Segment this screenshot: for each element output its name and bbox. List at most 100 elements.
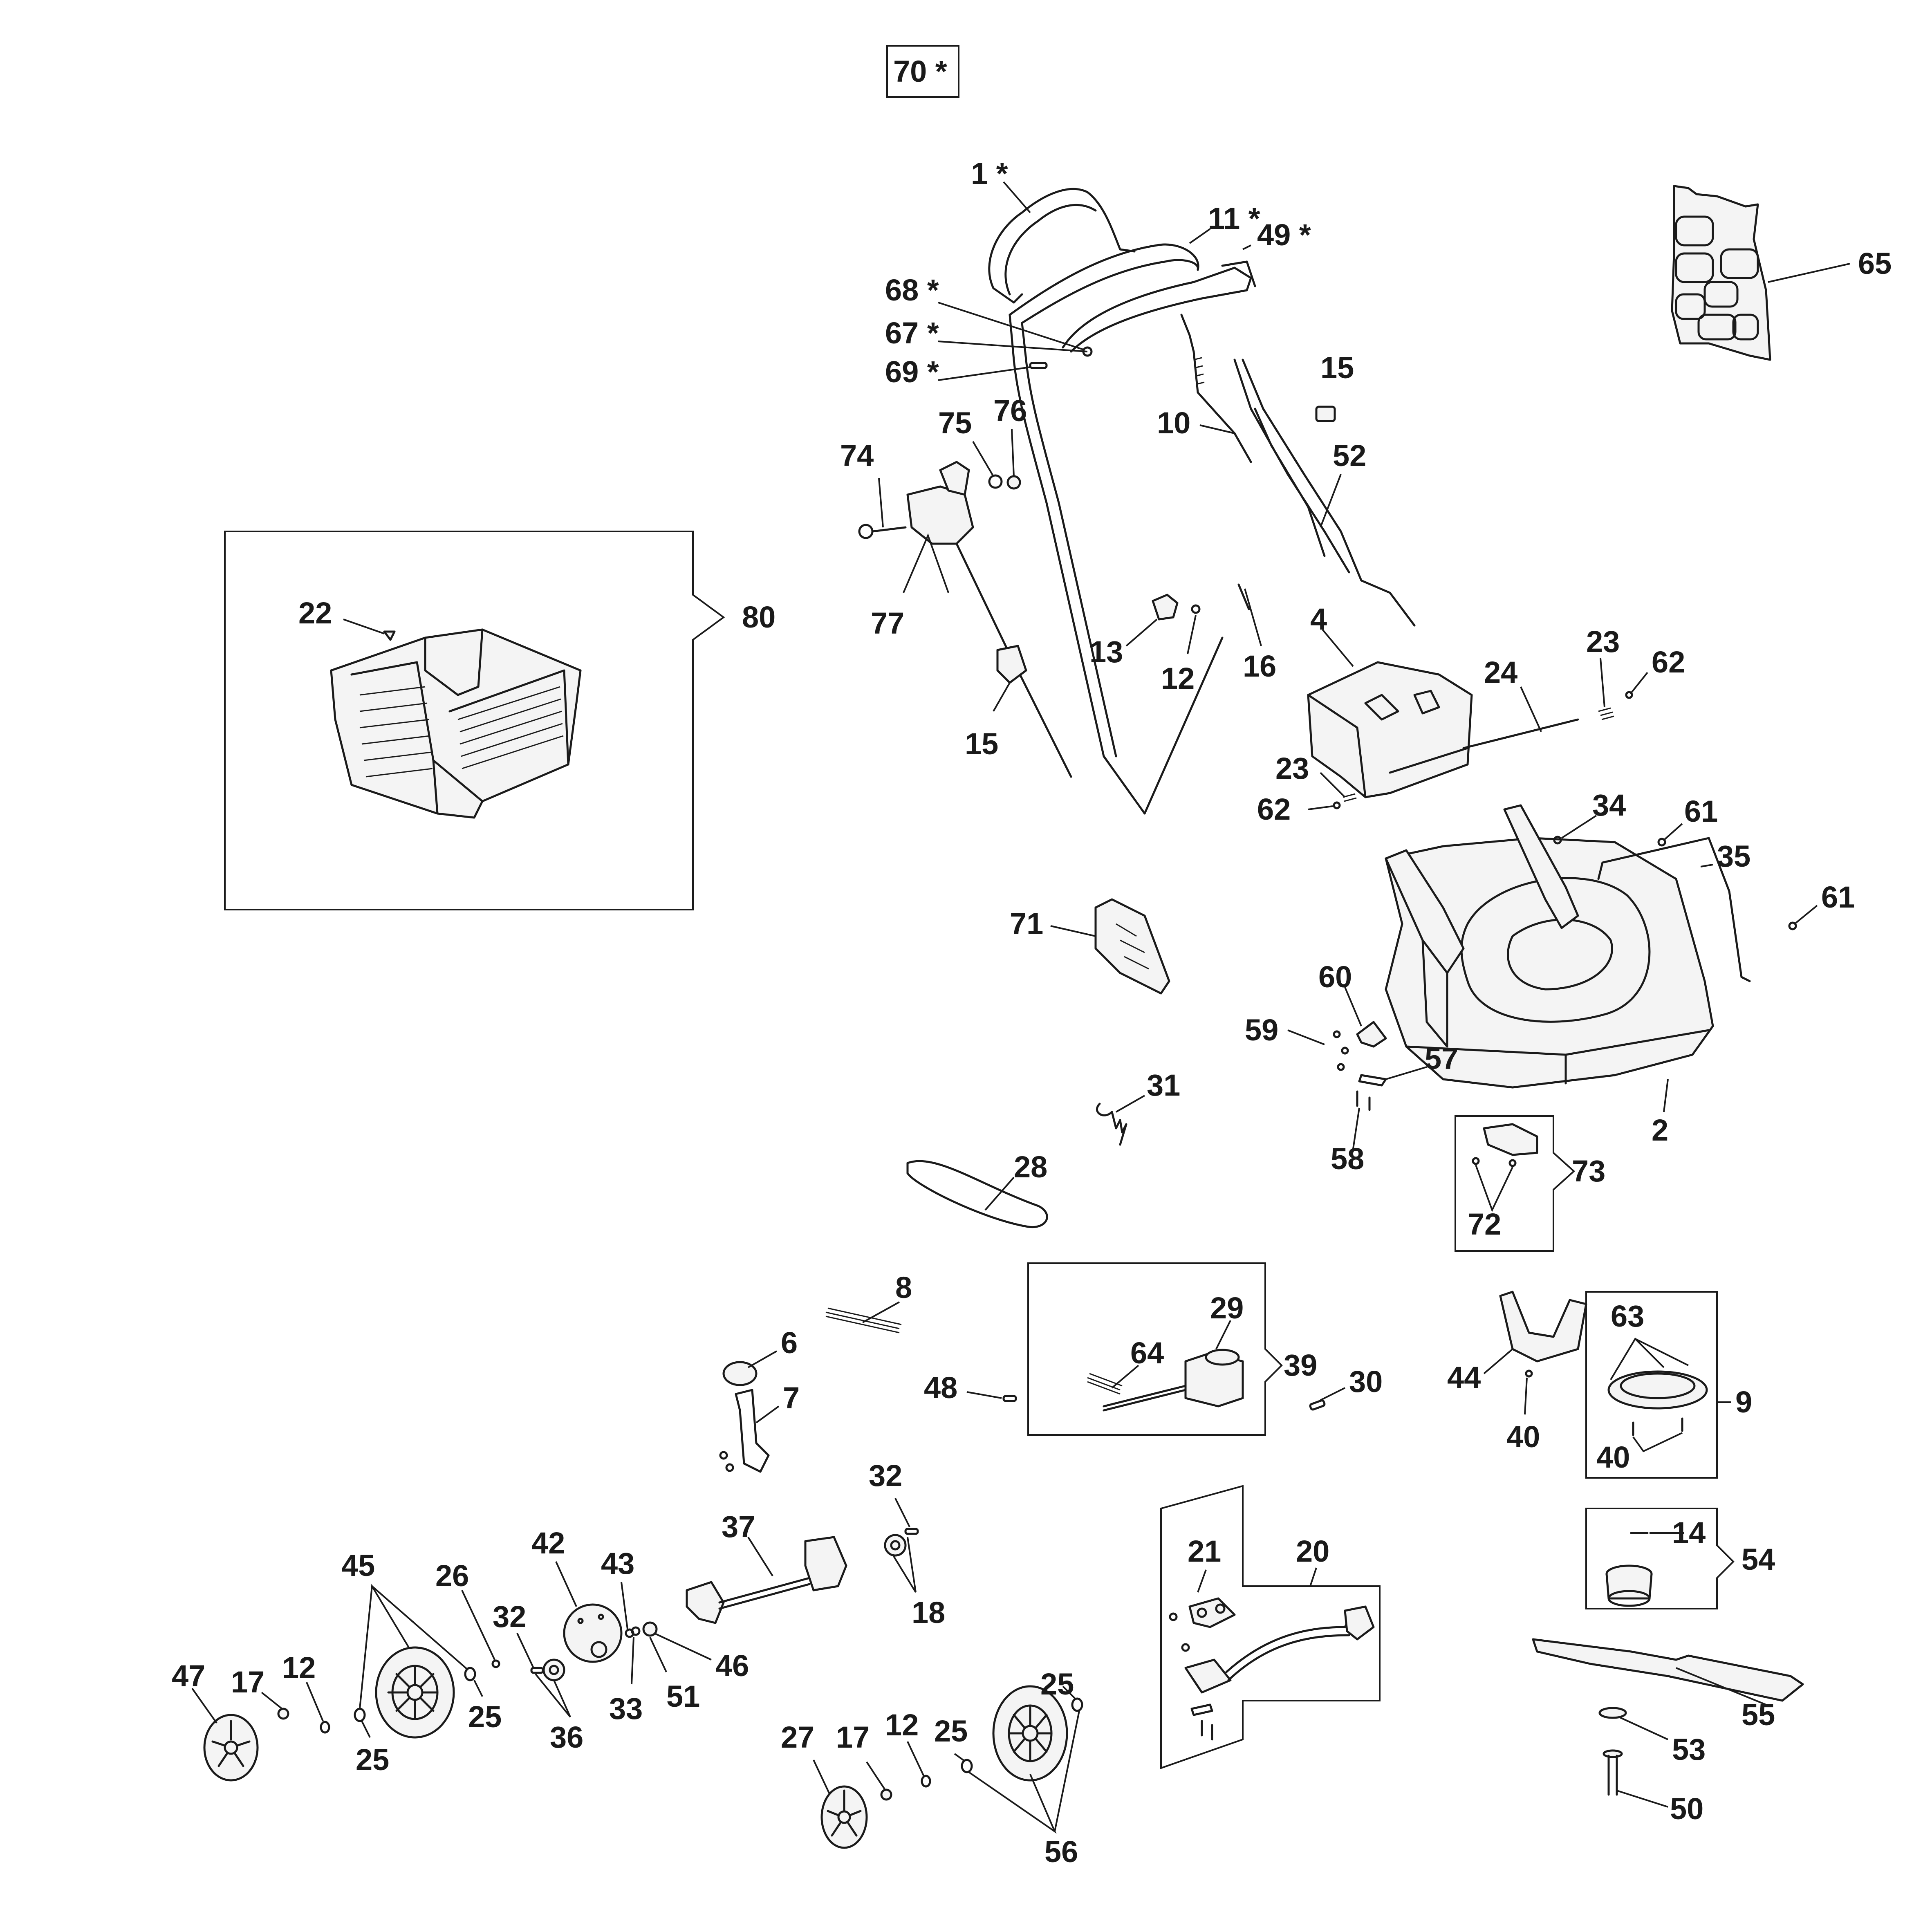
handle-bar-11[interactable] (1009, 243, 1224, 815)
part-label-25-c[interactable]: 25 (934, 1714, 968, 1748)
part-label-65[interactable]: 65 (1858, 247, 1892, 280)
rear-cover-4[interactable] (1307, 661, 1473, 798)
part-label-51[interactable]: 51 (666, 1679, 700, 1713)
part-label-57[interactable]: 57 (1425, 1042, 1458, 1076)
part-label-25-a[interactable]: 25 (468, 1700, 502, 1734)
hubcap-47[interactable] (203, 1714, 259, 1782)
washer-12-left[interactable] (320, 1721, 330, 1734)
nut-7b[interactable] (725, 1463, 734, 1472)
part-label-10[interactable]: 10 (1157, 406, 1190, 440)
deflector-71[interactable] (1094, 898, 1170, 995)
clamp-13[interactable] (1152, 594, 1179, 621)
part-label-23-right[interactable]: 23 (1586, 625, 1620, 659)
part-label-72[interactable]: 72 (1468, 1207, 1501, 1241)
part-label-25-b[interactable]: 25 (356, 1743, 389, 1777)
pin-32-lower[interactable] (530, 1667, 544, 1674)
part-label-61-upper[interactable]: 61 (1684, 794, 1718, 828)
grass-bag-80[interactable] (330, 628, 582, 819)
washer-25-inner-right[interactable] (961, 1759, 973, 1773)
part-label-62-right[interactable]: 62 (1652, 645, 1685, 679)
part-label-58[interactable]: 58 (1331, 1142, 1364, 1176)
part-label-63[interactable]: 63 (1611, 1299, 1644, 1333)
part-label-27[interactable]: 27 (781, 1720, 814, 1754)
part-label-11[interactable]: 11 * (1208, 202, 1260, 235)
part-label-17-left[interactable]: 17 (231, 1665, 264, 1699)
washer-33[interactable] (631, 1626, 641, 1636)
deck-bracket-left[interactable] (1385, 849, 1465, 1048)
part-label-67[interactable]: 67 * (885, 316, 939, 350)
part-label-24[interactable]: 24 (1484, 655, 1517, 689)
bolt-50[interactable] (1603, 1749, 1623, 1796)
bracket-7[interactable] (735, 1389, 770, 1473)
part-label-43[interactable]: 43 (601, 1546, 634, 1580)
part-label-47[interactable]: 47 (172, 1659, 205, 1693)
part-label-14[interactable]: 14 (1672, 1516, 1706, 1550)
key-30[interactable] (1309, 1399, 1326, 1411)
part-label-30[interactable]: 30 (1349, 1365, 1383, 1399)
plate-57[interactable] (1358, 1074, 1387, 1087)
nut-17-right[interactable] (880, 1789, 892, 1801)
part-label-6[interactable]: 6 (781, 1326, 798, 1360)
part-label-21[interactable]: 21 (1188, 1534, 1221, 1568)
rear-axle-37[interactable] (686, 1536, 847, 1624)
screw-26[interactable] (491, 1659, 500, 1668)
part-label-31[interactable]: 31 (1147, 1068, 1180, 1102)
screw-34[interactable] (1553, 836, 1562, 845)
front-wheel-56[interactable] (992, 1685, 1068, 1782)
washer-75[interactable] (988, 474, 1003, 489)
part-label-12-left[interactable]: 12 (282, 1651, 316, 1685)
washer-25-inner-left[interactable] (464, 1667, 476, 1681)
plate-73[interactable] (1483, 1123, 1538, 1156)
rear-wheel-45[interactable] (375, 1646, 455, 1739)
part-label-69[interactable]: 69 * (885, 355, 939, 389)
part-label-8[interactable]: 8 (895, 1271, 912, 1304)
drive-cable-20[interactable] (1184, 1605, 1375, 1741)
part-label-37[interactable]: 37 (722, 1510, 755, 1544)
part-label-60[interactable]: 60 (1318, 960, 1352, 994)
washer-12-right[interactable] (921, 1775, 931, 1788)
part-label-48[interactable]: 48 (924, 1371, 957, 1405)
pin-61-lower[interactable] (1788, 921, 1797, 930)
part-label-12-right[interactable]: 12 (885, 1708, 919, 1742)
part-label-52[interactable]: 52 (1333, 439, 1366, 473)
part-label-18[interactable]: 18 (912, 1596, 945, 1629)
part-label-64[interactable]: 64 (1130, 1336, 1164, 1370)
part-label-40-right[interactable]: 40 (1596, 1440, 1630, 1474)
nut-21a[interactable] (1169, 1612, 1178, 1621)
part-label-28[interactable]: 28 (1014, 1150, 1047, 1184)
part-label-12-upper[interactable]: 12 (1161, 661, 1195, 695)
blade-adapter-plate-63[interactable] (1607, 1370, 1708, 1410)
nut-76[interactable] (1006, 475, 1021, 490)
part-label-32-upper[interactable]: 32 (869, 1459, 902, 1493)
part-label-4[interactable]: 4 (1310, 602, 1327, 636)
nut-59a[interactable] (1333, 1030, 1341, 1038)
part-label-15-upper[interactable]: 15 (1320, 351, 1354, 385)
pin-48[interactable] (1002, 1395, 1017, 1402)
nut-67[interactable] (1082, 346, 1093, 357)
part-label-61-lower[interactable]: 61 (1821, 880, 1855, 914)
washer-53[interactable] (1598, 1707, 1627, 1719)
washer-12-upper[interactable] (1191, 604, 1201, 614)
spring-23-left[interactable] (1343, 793, 1357, 802)
part-label-32-lower[interactable]: 32 (493, 1600, 526, 1634)
part-label-71[interactable]: 71 (1010, 907, 1043, 941)
part-label-50[interactable]: 50 (1670, 1792, 1703, 1826)
part-label-2[interactable]: 2 (1652, 1113, 1668, 1147)
part-label-49[interactable]: 49 * (1257, 218, 1311, 252)
upper-handle-1[interactable] (988, 188, 1136, 304)
part-label-42[interactable]: 42 (531, 1526, 565, 1560)
part-label-7[interactable]: 7 (783, 1381, 800, 1415)
washer-25-outer-left[interactable] (354, 1708, 366, 1722)
part-label-13[interactable]: 13 (1089, 635, 1123, 669)
part-label-68[interactable]: 68 * (885, 273, 939, 307)
screw-22[interactable] (383, 630, 396, 641)
part-label-9[interactable]: 9 (1735, 1385, 1752, 1419)
part-label-46[interactable]: 46 (715, 1649, 749, 1683)
part-label-22[interactable]: 22 (298, 596, 332, 630)
rod-24[interactable] (1462, 718, 1579, 749)
part-label-53[interactable]: 53 (1672, 1733, 1706, 1766)
screw-72a[interactable] (1472, 1157, 1480, 1165)
bolt-69[interactable] (1029, 362, 1048, 369)
bolt-74[interactable] (858, 524, 907, 539)
pin-32-upper[interactable] (904, 1528, 919, 1535)
